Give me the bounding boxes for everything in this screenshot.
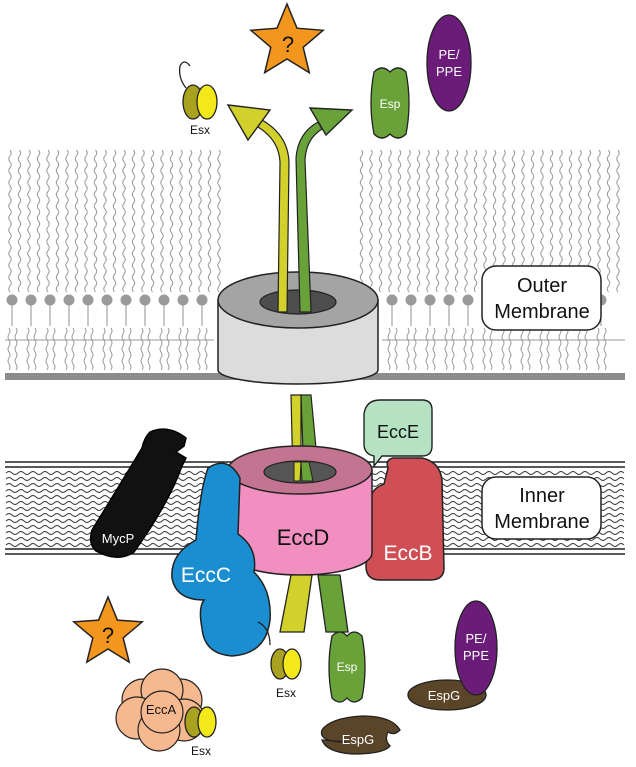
esx-bottom-middle-label: Esx	[276, 686, 296, 700]
ecce-label: EccE	[377, 422, 419, 442]
esp-bottom-protein	[328, 631, 366, 703]
pe-ppe-top-label-2: PPE	[436, 64, 462, 79]
pe-ppe-top: PE/ PPE	[426, 14, 472, 112]
esx-top: Esx	[178, 61, 218, 137]
eccc: EccC	[171, 462, 271, 657]
esx-ecca-label: Esx	[191, 744, 211, 758]
eccd: EccD	[227, 445, 373, 576]
espg-pe-ppe-complex: EspG PE/ PPE	[407, 600, 498, 711]
pe-ppe-top-protein	[426, 14, 472, 112]
esx-ecca-light-subunit	[197, 706, 217, 738]
channel-green-in-eccd	[300, 461, 314, 482]
mycp: MycP	[89, 428, 187, 558]
espg-right-label: EspG	[428, 688, 461, 703]
eccc-tether	[257, 621, 271, 646]
outer-membrane-label: Outer Membrane	[481, 265, 602, 331]
inner-membrane-label-line-1: Inner	[519, 485, 565, 507]
star-icon	[71, 595, 145, 664]
pe-ppe-top-label-1: PE/	[439, 47, 460, 62]
outer-membrane-pore	[217, 271, 379, 385]
cytoplasmic-yellow-filament	[279, 574, 313, 633]
unknown-substrate-top: ?	[249, 2, 325, 75]
pore-opening	[259, 289, 337, 315]
outer-membrane-label-line-1: Outer	[517, 275, 567, 297]
mycp-label: MycP	[102, 531, 135, 546]
espg-bottom-label: EspG	[342, 732, 375, 747]
unknown-label-top: ?	[282, 32, 294, 57]
channel-yellow-in-eccd	[293, 461, 302, 482]
eccc-protein	[171, 462, 271, 657]
eccd-label: EccD	[277, 525, 330, 550]
inner-membrane-label: Inner Membrane	[481, 476, 602, 540]
unknown-substrate-bottom: ?	[71, 595, 145, 664]
star-icon	[249, 2, 325, 75]
eccc-label: EccC	[181, 564, 231, 587]
ecca-complex: EccA Esx	[115, 668, 217, 758]
inner-membrane-label-line-2: Membrane	[494, 511, 590, 533]
mycp-protein	[89, 428, 187, 558]
cytoplasmic-filaments	[279, 574, 349, 633]
ecca-label: EccA	[146, 702, 177, 717]
esx-bottom-middle-light-subunit	[282, 648, 302, 680]
espg-bottom-protein	[320, 715, 401, 755]
esp-top-protein	[370, 67, 410, 139]
esp-bottom: Esp	[328, 631, 366, 703]
esp-top-label: Esp	[380, 97, 401, 111]
channel-yellow-arrowhead	[226, 104, 272, 142]
eccb-label: EccB	[383, 542, 432, 565]
esx-bottom-middle: Esx	[270, 648, 302, 700]
esp-top: Esp	[370, 67, 410, 139]
espg-bottom: EspG	[320, 715, 401, 755]
outer-membrane-label-line-2: Membrane	[494, 301, 590, 323]
ecce: EccE	[363, 399, 433, 468]
channel-green-arrowhead	[308, 107, 354, 137]
esx-top-label: Esx	[190, 123, 210, 137]
esx-top-light-subunit	[196, 84, 218, 120]
unknown-label-bottom: ?	[102, 623, 114, 648]
pe-ppe-right-label-1: PE/	[466, 631, 487, 646]
outer-membrane-inner-leaflet	[5, 327, 625, 371]
esp-bottom-label: Esp	[337, 660, 358, 674]
ecca-subunit	[140, 690, 184, 734]
cytoplasmic-green-filament	[317, 574, 349, 633]
outer-membrane-label-box	[481, 265, 602, 331]
pe-ppe-right-label-2: PPE	[463, 648, 489, 663]
esx-top-tail	[178, 61, 191, 89]
pe-ppe-right-protein	[454, 600, 498, 696]
inner-membrane-label-box	[481, 476, 602, 540]
ecce-protein	[363, 399, 433, 468]
